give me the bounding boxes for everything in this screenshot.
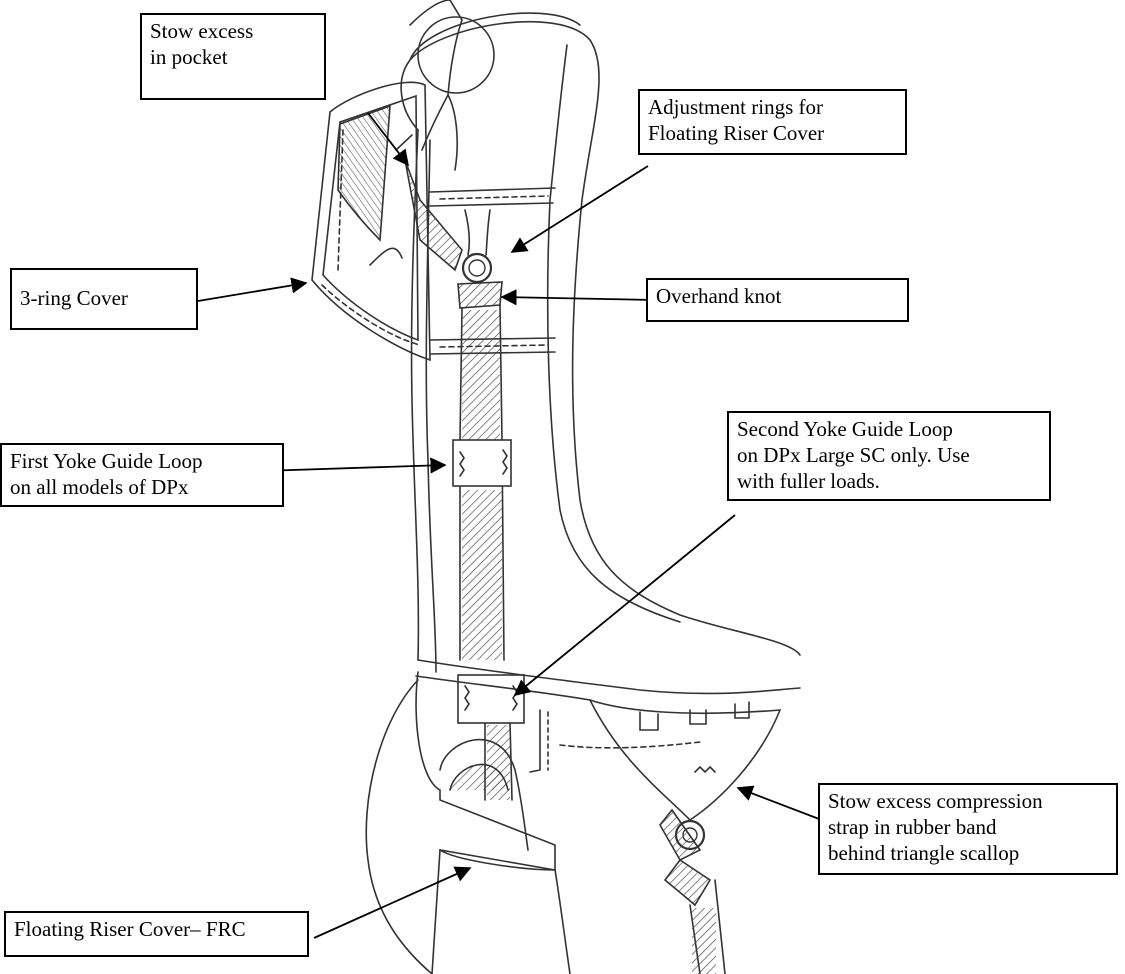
shoulder-circle — [418, 17, 494, 93]
label-stow-pocket: Stow excess in pocket — [140, 13, 326, 100]
riser-loop — [440, 740, 528, 850]
label-adjustment-rings: Adjustment rings for Floating Riser Cove… — [638, 89, 907, 155]
arrow-second-yoke — [515, 515, 735, 695]
label-first-yoke-guide-loop: First Yoke Guide Loop on all models of D… — [0, 443, 284, 507]
label-three-ring-cover: 3-ring Cover — [10, 268, 198, 330]
adjustment-ring — [463, 254, 491, 282]
label-second-yoke-guide-loop: Second Yoke Guide Loop on DPx Large SC o… — [727, 411, 1051, 501]
arrow-adjustment-rings — [512, 166, 648, 252]
label-overhand-knot: Overhand knot — [646, 278, 909, 322]
label-stow-compression: Stow excess compression strap in rubber … — [818, 783, 1118, 875]
first-yoke-guide-loop — [453, 440, 511, 486]
arrow-overhand-knot — [502, 297, 655, 300]
arrow-three-ring-cover — [198, 283, 306, 301]
arrow-stow-compression — [738, 788, 827, 822]
label-floating-riser-cover: Floating Riser Cover– FRC — [4, 911, 309, 957]
leader-arrows — [198, 113, 827, 938]
overhand-knot — [458, 282, 502, 308]
